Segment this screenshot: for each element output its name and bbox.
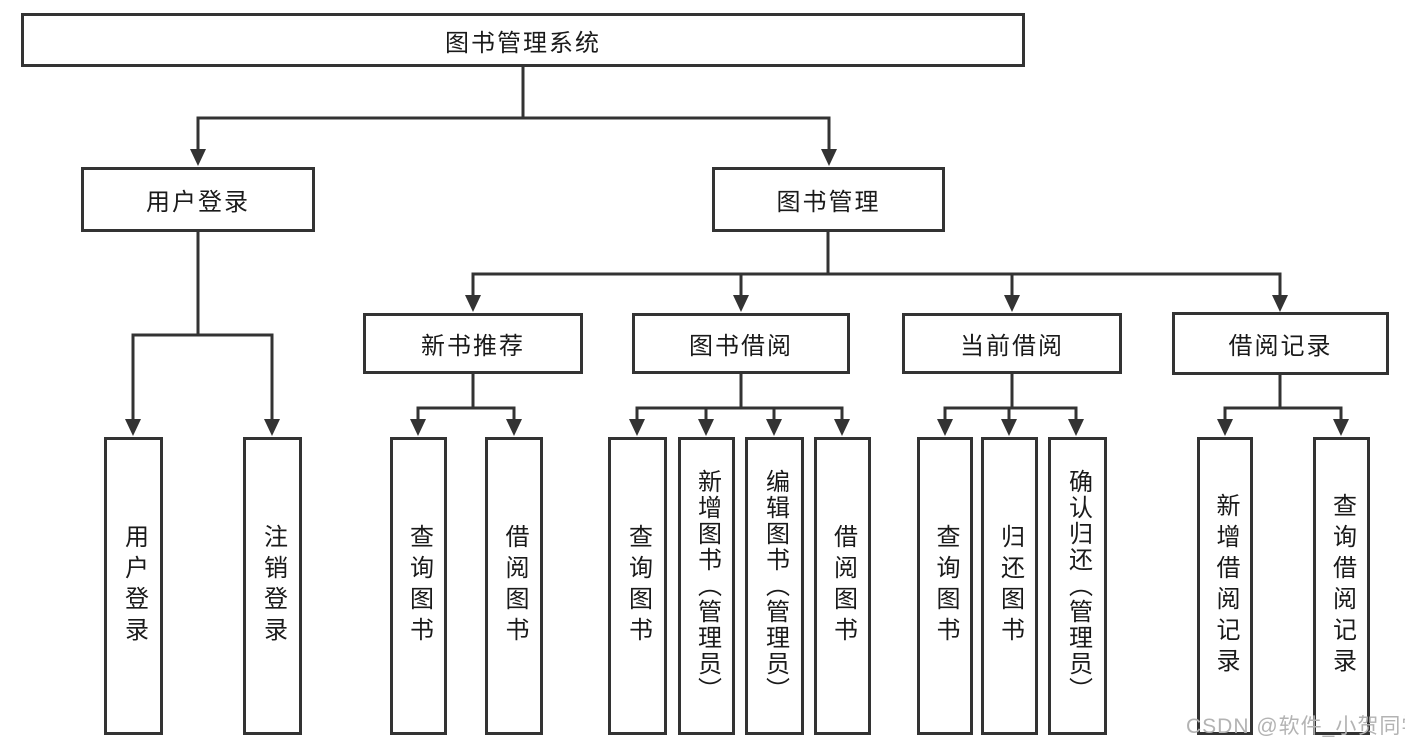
node-label: 用户登录 xyxy=(120,524,148,648)
leaf-query-books-current: 查询图书 xyxy=(917,437,973,735)
leaf-confirm-return-admin: 确认归还（管理员） xyxy=(1048,437,1107,735)
node-label: 查询图书 xyxy=(624,524,652,648)
node-current-borrowing: 当前借阅 xyxy=(902,313,1122,374)
node-label: 编辑图书（管理员） xyxy=(761,469,789,703)
leaf-query-books-borrowing: 查询图书 xyxy=(608,437,667,735)
node-label: 图书管理系统 xyxy=(445,29,601,57)
node-label: 注销登录 xyxy=(259,524,287,648)
node-borrowing-records: 借阅记录 xyxy=(1172,312,1389,375)
node-label: 新增借阅记录 xyxy=(1212,493,1239,679)
node-label: 归还图书 xyxy=(996,524,1024,648)
leaf-add-book-admin: 新增图书（管理员） xyxy=(678,437,735,735)
connector-path xyxy=(131,67,1343,422)
leaf-add-borrow-record: 新增借阅记录 xyxy=(1197,437,1253,735)
node-label: 查询借阅记录 xyxy=(1328,493,1356,679)
node-new-book-recommendation: 新书推荐 xyxy=(363,313,583,374)
node-label: 用户登录 xyxy=(146,189,250,216)
watermark-text: CSDN @软件_小贺同学 xyxy=(1186,715,1405,738)
node-label: 当前借阅 xyxy=(960,333,1064,360)
leaf-borrow-books-recommend: 借阅图书 xyxy=(485,437,543,735)
leaf-return-books: 归还图书 xyxy=(981,437,1038,735)
node-label: 借阅图书 xyxy=(829,524,857,648)
node-label: 查询图书 xyxy=(932,524,959,648)
leaf-edit-book-admin: 编辑图书（管理员） xyxy=(745,437,804,735)
leaf-query-books-recommend: 查询图书 xyxy=(390,437,447,735)
node-user-login: 用户登录 xyxy=(81,167,315,232)
node-label: 确认归还（管理员） xyxy=(1064,469,1092,703)
node-label: 新增图书（管理员） xyxy=(693,469,721,703)
node-library-management-system: 图书管理系统 xyxy=(21,13,1025,67)
node-label: 图书借阅 xyxy=(689,333,793,360)
node-label: 借阅记录 xyxy=(1228,333,1333,360)
node-label: 借阅图书 xyxy=(501,524,528,648)
leaf-borrow-books: 借阅图书 xyxy=(814,437,871,735)
node-label: 图书管理 xyxy=(776,189,881,216)
node-label: 查询图书 xyxy=(405,524,433,648)
node-book-borrowing: 图书借阅 xyxy=(632,313,850,374)
node-book-management: 图书管理 xyxy=(712,167,945,232)
leaf-query-borrow-record: 查询借阅记录 xyxy=(1313,437,1370,735)
leaf-logout: 注销登录 xyxy=(243,437,302,735)
leaf-user-login: 用户登录 xyxy=(104,437,163,735)
node-label: 新书推荐 xyxy=(421,333,525,360)
